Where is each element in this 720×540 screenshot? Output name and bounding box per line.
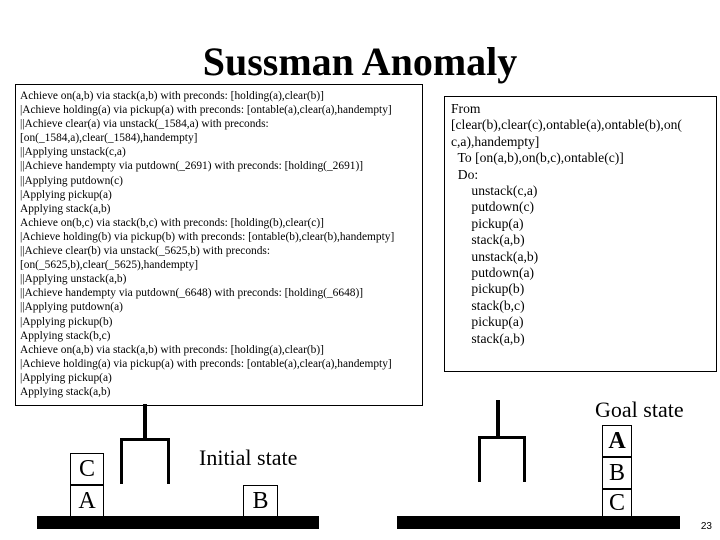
plan-line: unstack(a,b) [451,248,539,264]
slide-title: Sussman Anomaly [202,39,518,84]
trace-line: |Applying pickup(a) [20,371,112,384]
trace-line: Achieve on(b,c) via stack(b,c) with prec… [20,216,324,229]
block-a-initial: A [70,485,104,517]
trace-line: Achieve on(a,b) via stack(a,b) with prec… [20,343,324,356]
table-goal [397,516,680,529]
plan-line: [clear(b),clear(c),ontable(a),ontable(b)… [451,117,682,133]
gripper-right-finger [167,438,170,484]
plan-line: pickup(a) [451,314,524,330]
plan-line: To [on(a,b),on(b,c),ontable(c)] [451,150,624,166]
trace-line: ||Applying unstack(a,b) [20,273,127,286]
plan-line: unstack(c,a) [451,183,538,199]
planner-trace-box: Achieve on(a,b) via stack(a,b) with prec… [15,84,423,406]
gripper-finger-goal-r [523,436,526,482]
trace-line: |Applying pickup(b) [20,315,113,328]
plan-line: From [451,101,481,116]
plan-box: From[clear(b),clear(c),ontable(a),ontabl… [444,96,717,372]
gripper-left-top [120,438,170,441]
block-c-initial: C [70,453,104,485]
plan-line: putdown(a) [451,265,535,281]
plan-line: pickup(a) [451,215,524,231]
trace-line: ||Achieve handempty via putdown(_6648) w… [20,287,364,300]
trace-line: Applying stack(a,b) [20,202,111,215]
trace-line: ||Applying putdown(c) [20,174,123,187]
robot-arm-left [143,404,147,440]
trace-line: |Achieve holding(a) via pickup(a) with p… [20,104,392,117]
trace-line: [on(_1584,a),clear(_1584),handempty] [20,132,198,145]
gripper-top-goal [478,436,526,439]
initial-state-label: Initial state [199,445,298,470]
plan-line: Do: [451,166,479,182]
block-c-goal: C [602,489,632,517]
trace-line: |Applying pickup(a) [20,188,112,201]
trace-line: ||Achieve clear(b) via unstack(_5625,b) … [20,245,271,258]
gripper-finger-goal-l [478,436,481,482]
plan-line: putdown(c) [451,199,535,215]
table-initial [37,516,319,529]
plan-line: stack(b,c) [451,297,525,313]
plan-line: c,a),handempty] [451,133,540,149]
page-number: 23 [700,521,712,532]
trace-line: |Achieve holding(a) via pickup(a) with p… [20,357,392,370]
block-a-goal: A [602,425,632,457]
trace-line: |Achieve holding(b) via pickup(b) with p… [20,230,395,243]
plan-line: pickup(b) [451,281,525,297]
trace-line: Applying stack(a,b) [20,385,111,398]
plan-line: stack(a,b) [451,232,525,248]
trace-line: Applying stack(b,c) [20,329,111,342]
robot-arm-right [496,400,500,438]
gripper-left-finger [120,438,123,484]
trace-line: [on(_5625,b),clear(_5625),handempty] [20,259,199,272]
block-b-initial: B [243,485,278,517]
trace-line: ||Achieve clear(a) via unstack(_1584,a) … [20,118,269,131]
trace-line: Achieve on(a,b) via stack(a,b) with prec… [20,90,324,102]
goal-state-label: Goal state [595,397,684,422]
trace-line: ||Applying putdown(a) [20,301,123,314]
trace-line: ||Applying unstack(c,a) [20,146,126,159]
block-b-goal: B [602,457,632,489]
trace-line: ||Achieve handempty via putdown(_2691) w… [20,160,364,173]
plan-line: stack(a,b) [451,330,525,346]
